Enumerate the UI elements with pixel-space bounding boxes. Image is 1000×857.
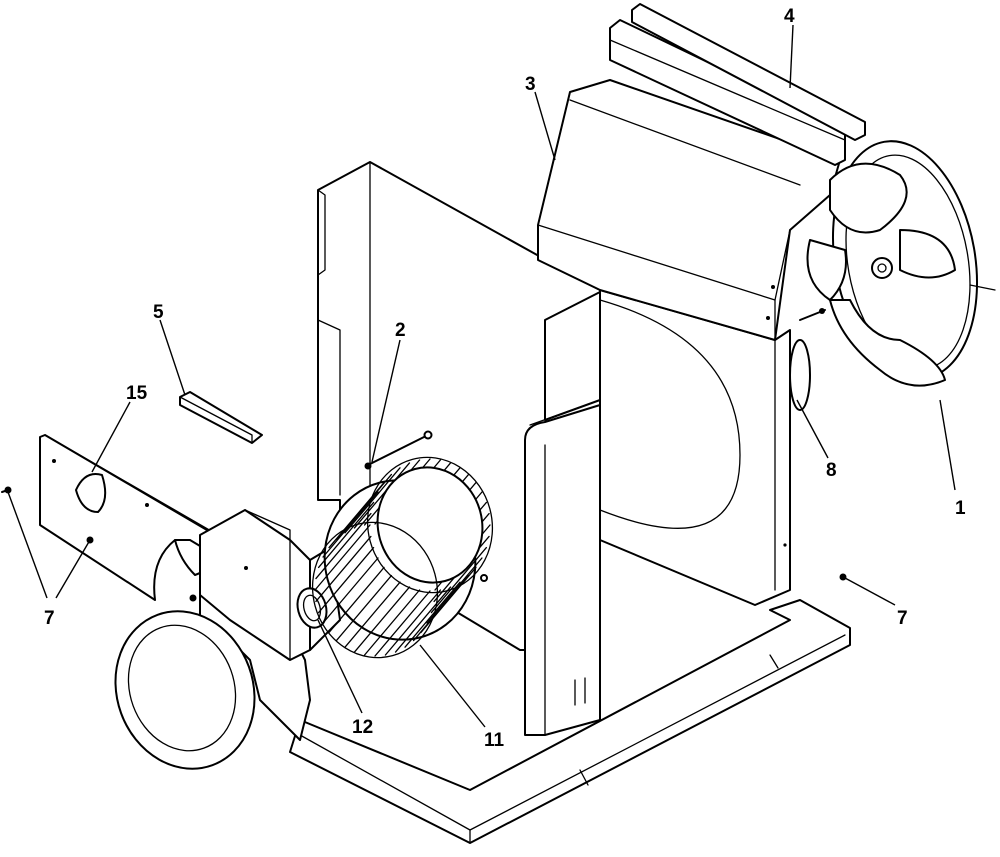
wheel-slat xyxy=(353,462,411,529)
callout-15: 15 xyxy=(126,383,148,404)
callout-5: 5 xyxy=(153,302,164,323)
shroud-assembly xyxy=(599,289,791,606)
leader-lines xyxy=(7,24,956,728)
wheel-slat xyxy=(317,501,375,569)
wheel-slat xyxy=(315,535,372,603)
screws xyxy=(1,430,847,602)
callout-1: 1 xyxy=(955,498,966,519)
top-rail xyxy=(609,3,866,166)
blower-wheel xyxy=(311,456,494,659)
wheel-slat xyxy=(404,581,461,648)
wheel-slat xyxy=(328,566,385,634)
callout-11: 11 xyxy=(484,730,505,751)
wheel-slat xyxy=(374,590,431,657)
callout-12: 12 xyxy=(352,717,373,738)
wheel-slat xyxy=(394,586,452,653)
wheel-slat xyxy=(430,546,488,614)
callout-8: 8 xyxy=(826,460,837,481)
wheel-slat xyxy=(363,589,421,656)
wheel-slat xyxy=(344,581,401,648)
wheel-slat xyxy=(322,491,379,558)
wheel-slat xyxy=(335,574,393,642)
blower-housing xyxy=(39,434,341,770)
filter-strip xyxy=(179,391,263,444)
motor-hub xyxy=(789,308,826,411)
wheel-slat xyxy=(314,524,371,591)
top-housing xyxy=(537,79,841,341)
wheel-slat xyxy=(426,557,483,624)
callout-2: 2 xyxy=(395,320,406,341)
wheel-slat xyxy=(384,589,442,656)
callout-7-right: 7 xyxy=(897,608,908,629)
wheel-slat xyxy=(344,467,401,534)
wheel-slat xyxy=(322,557,379,624)
callouts: 1 2 3 4 5 7 7 8 11 12 15 xyxy=(44,6,966,751)
callout-7-left: 7 xyxy=(44,608,55,629)
wheel-slat xyxy=(317,546,375,614)
wheel-slat xyxy=(315,512,372,580)
callout-3: 3 xyxy=(525,74,536,95)
base-pan xyxy=(289,599,851,844)
callout-4: 4 xyxy=(784,6,795,27)
wheel-slat xyxy=(353,586,411,653)
fan-blade xyxy=(806,140,996,387)
